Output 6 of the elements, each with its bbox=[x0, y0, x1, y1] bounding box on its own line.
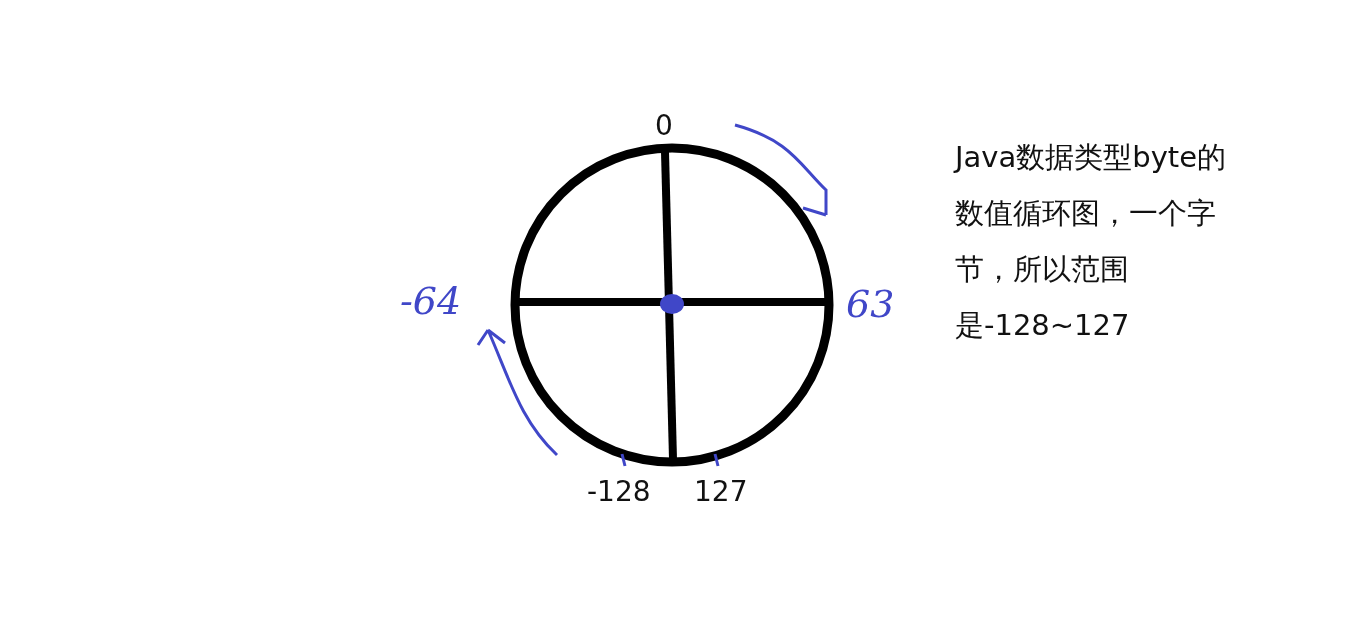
value-label: 0 bbox=[655, 112, 673, 140]
value-label: -128 bbox=[587, 478, 651, 506]
value-label: 127 bbox=[694, 478, 748, 506]
value-label: -64 bbox=[400, 282, 462, 320]
value-label: 63 bbox=[846, 285, 895, 323]
note-text: Java数据类型byte的数值循环图，一个字节，所以范围是-128~127 bbox=[955, 139, 1227, 344]
